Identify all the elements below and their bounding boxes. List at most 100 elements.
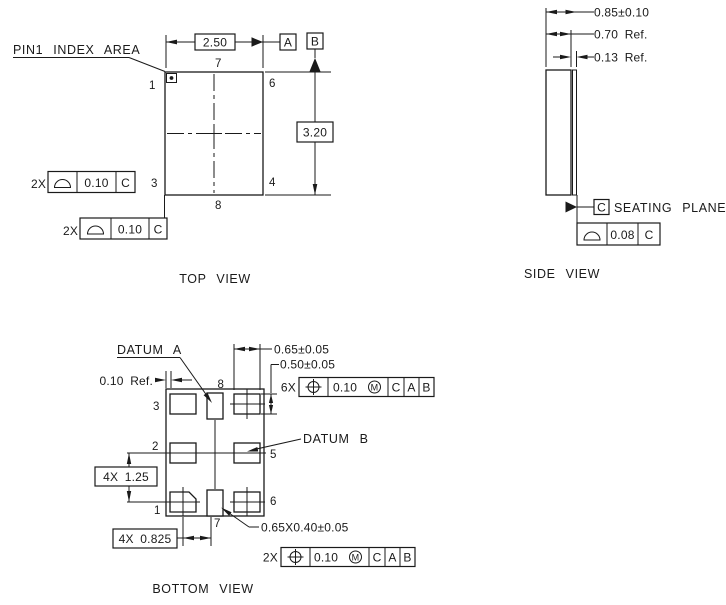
seating-plane-callout: C SEATING PLANE xyxy=(565,195,726,223)
col-pitch-dimension: 4X 0.825 xyxy=(112,517,212,549)
datum-a-triangle xyxy=(251,37,263,47)
fcf-pads-datum3: B xyxy=(422,381,430,395)
pad-height-text: 0.50±0.05 xyxy=(280,358,335,372)
center-pad-dimension: 0.65X0.40±0.05 xyxy=(221,507,349,535)
pad-width-text: 0.65±0.05 xyxy=(274,343,329,357)
pad-7 xyxy=(206,489,224,517)
datum-b-note: DATUM B xyxy=(247,432,369,452)
height-dimension: 3.20 xyxy=(265,71,334,196)
col-pitch-text: 4X 0.825 xyxy=(119,532,172,546)
pad-3 xyxy=(169,393,197,415)
fcf-side-datum: C xyxy=(645,228,654,242)
pin-label-5: 5 xyxy=(270,449,277,461)
pin-label-4: 4 xyxy=(269,177,276,189)
lid-height-text: 0.13 Ref. xyxy=(594,51,648,65)
pin-label-3: 3 xyxy=(153,401,160,413)
fcf-pads-qty: 6X xyxy=(281,381,296,395)
pin-label-7: 7 xyxy=(215,58,222,70)
datum-a-note: DATUM A xyxy=(117,343,212,403)
body-height-text: 0.70 Ref. xyxy=(594,28,648,42)
profile-of-surface-icon xyxy=(86,225,105,235)
top-view: PIN1 INDEX AREA 1 7 6 3 4 8 2.50 A B xyxy=(13,32,334,286)
position-icon xyxy=(305,379,322,395)
position-icon xyxy=(287,549,304,565)
leader-arrowhead xyxy=(203,392,212,403)
row-pitch-text: 4X 1.25 xyxy=(103,470,149,484)
width-dim-text: 2.50 xyxy=(203,36,227,50)
width-dimension: 2.50 xyxy=(165,33,280,68)
fcf-pads-datum1: C xyxy=(392,381,401,395)
mmc-modifier-icon: M xyxy=(349,550,362,564)
top-view-title: TOP VIEW xyxy=(179,272,250,286)
pin-label-6: 6 xyxy=(269,78,276,90)
pin-label-8: 8 xyxy=(218,379,225,391)
height-dim-text: 3.20 xyxy=(303,126,327,140)
fcf-center-tol: 0.10 xyxy=(314,551,338,565)
pad-height-dimension: 0.50±0.05 xyxy=(261,358,335,415)
fcf-pads-modifier: M xyxy=(371,383,379,393)
fcf-profile-bottom: 2X 0.10 C xyxy=(63,217,168,240)
datum-c-triangle xyxy=(565,201,577,213)
fcf-side-tol: 0.08 xyxy=(610,228,634,242)
pad-width-dimension: 0.65±0.05 xyxy=(233,343,329,390)
pin1-index-marker xyxy=(166,73,177,83)
side-view-title: SIDE VIEW xyxy=(524,267,600,281)
fcf-center-qty: 2X xyxy=(263,551,278,565)
side-view-body xyxy=(545,69,572,196)
fcf-pads-tol: 0.10 xyxy=(333,381,357,395)
fcf-position-pads: 6X 0.10 M C A B xyxy=(281,376,435,398)
fcf-pads-datum2: A xyxy=(407,381,415,395)
pin1-index-dot xyxy=(169,76,174,80)
side-view: 0.85±0.10 0.70 Ref. 0.13 Ref. C SEATING … xyxy=(524,6,726,282)
datum-b-note-text: DATUM B xyxy=(303,432,369,446)
pin-label-3: 3 xyxy=(151,178,158,190)
fcf-bottom-datum: C xyxy=(154,223,163,237)
pin-label-2: 2 xyxy=(152,441,159,453)
total-height-text: 0.85±0.10 xyxy=(594,6,649,20)
fcf-center-modifier: M xyxy=(352,553,360,563)
bottom-view: 0.10 Ref. DATUM A 0.65±0.05 0.50±0.05 xyxy=(94,343,435,596)
edge-offset-text: 0.10 Ref. xyxy=(100,374,154,388)
bottom-view-title: BOTTOM VIEW xyxy=(152,582,253,596)
pin-label-6: 6 xyxy=(270,496,277,508)
fcf-left-tol: 0.10 xyxy=(84,176,108,190)
body-height-dimension: 0.70 Ref. xyxy=(546,28,648,42)
profile-of-surface-icon xyxy=(53,179,72,188)
datum-b-label: B xyxy=(311,35,319,49)
leader-arrowhead xyxy=(247,447,259,452)
pin-label-1: 1 xyxy=(154,505,161,517)
side-view-lid xyxy=(572,69,577,196)
mmc-modifier-icon: M xyxy=(368,380,381,394)
center-pad-text: 0.65X0.40±0.05 xyxy=(261,521,349,535)
edge-offset-dimension: 0.10 Ref. xyxy=(100,371,192,388)
fcf-left-qty: 2X xyxy=(31,177,46,191)
arrowhead-left xyxy=(166,39,177,45)
total-height-dimension: 0.85±0.10 xyxy=(546,6,649,20)
pad-centerlines xyxy=(127,389,266,516)
fcf-bottom-tol: 0.10 xyxy=(118,223,142,237)
seating-datum-label: C xyxy=(597,201,606,215)
datum-a-frame: A xyxy=(279,33,297,51)
fcf-left-datum: C xyxy=(121,176,130,190)
row-pitch-dimension: 4X 1.25 xyxy=(94,453,158,502)
pin1-note-leader xyxy=(128,57,166,72)
fcf-position-center-pads: 2X 0.10 M C A B xyxy=(263,546,416,568)
profile-of-surface-icon xyxy=(583,231,601,241)
datum-b-triangle xyxy=(309,58,321,72)
fcf-center-datum3: B xyxy=(403,551,411,565)
seating-plane-text: SEATING PLANE xyxy=(614,201,726,215)
datum-a-label: A xyxy=(284,36,292,50)
datum-a-note-text: DATUM A xyxy=(117,343,182,357)
fcf-center-datum1: C xyxy=(373,551,382,565)
lid-height-dimension: 0.13 Ref. xyxy=(553,51,648,65)
datum-b-frame: B xyxy=(306,32,324,72)
arrowhead-down xyxy=(312,184,318,195)
pin-label-7: 7 xyxy=(214,518,221,530)
leader-arrowhead xyxy=(221,507,232,516)
fcf-center-datum2: A xyxy=(388,551,396,565)
fcf-profile-left: 2X 0.10 C xyxy=(31,170,136,194)
pad-8 xyxy=(206,392,224,420)
fcf-profile-side: 0.08 C xyxy=(576,222,661,246)
fcf-bottom-qty: 2X xyxy=(63,224,78,238)
